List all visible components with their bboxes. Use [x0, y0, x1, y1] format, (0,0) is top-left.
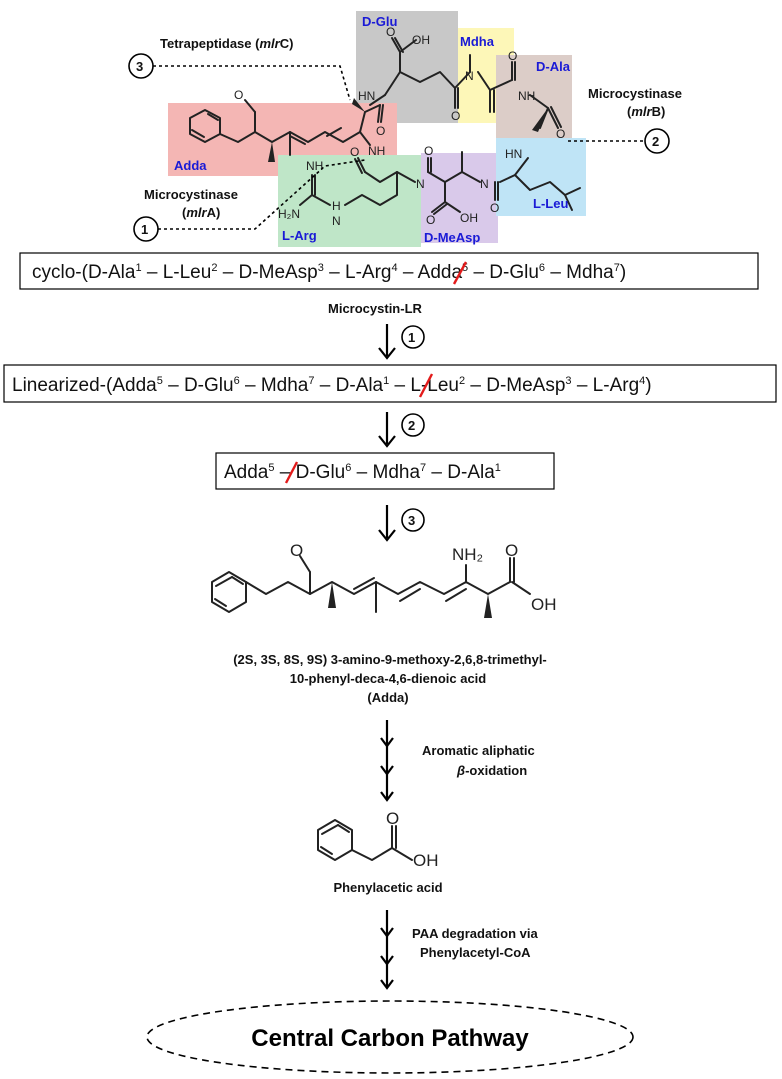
beta-oxidation-line-2: β-oxidation: [456, 763, 527, 778]
o-atom: O: [426, 213, 435, 227]
paa-structure: [317, 819, 413, 861]
o-atom: O: [556, 127, 565, 141]
microcystinase-b-label-2: (mlrB): [627, 104, 665, 119]
arrow-step-2-marker: [401, 413, 425, 437]
n-atom: N: [416, 177, 425, 191]
o-atom: O: [424, 144, 433, 158]
h-atom: H: [332, 199, 341, 213]
linear-sequence-box: [3, 364, 777, 403]
step-3-number: 3: [136, 59, 143, 74]
tetrapeptidase-leader: [153, 65, 351, 101]
tetrapeptidase-label: Tetrapeptidase (mlrC): [160, 36, 293, 51]
oh-atom: OH: [460, 211, 478, 225]
adda-nh2: NH₂: [452, 545, 483, 564]
nh-atom: NH: [368, 144, 385, 158]
microcystinase-a-leader: [158, 159, 366, 230]
step-1-number: 1: [141, 222, 148, 237]
arrow-step-2-number: 2: [408, 418, 415, 433]
adda-name-line-2: 10-phenyl-deca-4,6-dienoic acid: [290, 671, 487, 686]
o-atom: O: [386, 25, 395, 39]
tetrapeptide-sequence: Adda5 – D-Glu6 – Mdha7 – D-Ala1: [224, 462, 501, 483]
adda-oh: OH: [531, 595, 557, 614]
nh-atom: NH: [518, 89, 535, 103]
l-leu-label: L-Leu: [533, 196, 568, 211]
paa-oh: OH: [413, 851, 439, 870]
l-arg-label: L-Arg: [282, 228, 317, 243]
arrow-step-1-marker: [401, 325, 425, 349]
adda-label: Adda: [174, 158, 207, 173]
h2n-atom: H₂N: [278, 207, 300, 221]
d-measp-label: D-MeAsp: [424, 230, 480, 245]
microcystin-structure: [189, 37, 581, 215]
cleavage-mark-1: [452, 261, 468, 285]
cleavage-mark-2: [418, 373, 434, 398]
adda-name-line-1: (2S, 3S, 8S, 9S) 3-amino-9-methoxy-2,6,8…: [233, 652, 547, 667]
arrow-step-2-head: [378, 435, 396, 448]
d-measp-box: [421, 153, 498, 243]
microcystinase-a-label-1: Microcystinase: [144, 187, 238, 202]
enzyme-annotations: Tetrapeptidase (mlrC) 3 Microcystinase (…: [128, 36, 682, 242]
microcystinase-b-label-1: Microcystinase: [588, 86, 682, 101]
central-carbon-ellipse: [146, 1000, 634, 1074]
adda-methoxy-o: O: [290, 541, 303, 560]
arrow-step-1-head: [378, 347, 396, 360]
l-arg-box: [278, 155, 421, 247]
microcystin-lr-name: Microcystin-LR: [328, 301, 423, 316]
n-atom: N: [480, 177, 489, 191]
phenylacetic-acid-label: Phenylacetic acid: [333, 880, 442, 895]
adda-structure: [211, 555, 531, 618]
arrow-step-3-marker: [401, 508, 425, 532]
residue-labels: D-Glu Mdha D-Ala Adda L-Arg D-MeAsp L-Le…: [174, 14, 571, 245]
cleavage-mark-3: [284, 461, 299, 484]
cyclic-sequence: cyclo-(D-Ala1 – L-Leu2 – D-MeAsp3 – L-Ar…: [32, 262, 626, 283]
o-atom: O: [376, 124, 385, 138]
central-carbon-label: Central Carbon Pathway: [251, 1025, 529, 1052]
hn-atom: HN: [505, 147, 522, 161]
step-2-number: 2: [652, 134, 659, 149]
o-atom: O: [490, 201, 499, 215]
oh-atom: OH: [412, 33, 430, 47]
paa-degradation-line-2: Phenylacetyl-CoA: [420, 945, 531, 960]
step-2-marker: [644, 128, 670, 154]
o-atom: O: [234, 88, 243, 102]
n-atom: N: [332, 214, 341, 228]
microcystinase-a-label-2: (mlrA): [182, 205, 220, 220]
nh-atom: NH: [306, 159, 323, 173]
paa-carbonyl-o: O: [386, 809, 399, 828]
arrow-step-1-number: 1: [408, 330, 415, 345]
atom-labels: OH O HN O N O NH O HN N O OH O O N O H N…: [234, 25, 565, 228]
d-glu-label: D-Glu: [362, 14, 397, 29]
cyclic-sequence-box: [19, 252, 759, 290]
arrow-step-3-head: [378, 529, 396, 542]
o-atom: O: [451, 109, 460, 123]
mdha-label: Mdha: [460, 34, 495, 49]
tetrapeptide-box: [215, 452, 555, 490]
arrow-step-3-number: 3: [408, 513, 415, 528]
o-atom: O: [350, 145, 359, 159]
adda-carbonyl-o: O: [505, 541, 518, 560]
beta-oxidation-arrows: [380, 720, 394, 802]
paa-degradation-line-1: PAA degradation via: [412, 926, 538, 941]
n-atom: N: [465, 69, 474, 83]
paa-degradation-arrows: [380, 910, 394, 990]
residue-boxes: [168, 11, 586, 247]
beta-oxidation-line-1: Aromatic aliphatic: [422, 743, 535, 758]
o-atom: O: [508, 49, 517, 63]
hn-atom: HN: [358, 89, 375, 103]
adda-name-line-3: (Adda): [367, 690, 408, 705]
d-ala-label: D-Ala: [536, 59, 571, 74]
linear-sequence: Linearized-(Adda5 – D-Glu6 – Mdha7 – D-A…: [12, 375, 652, 396]
